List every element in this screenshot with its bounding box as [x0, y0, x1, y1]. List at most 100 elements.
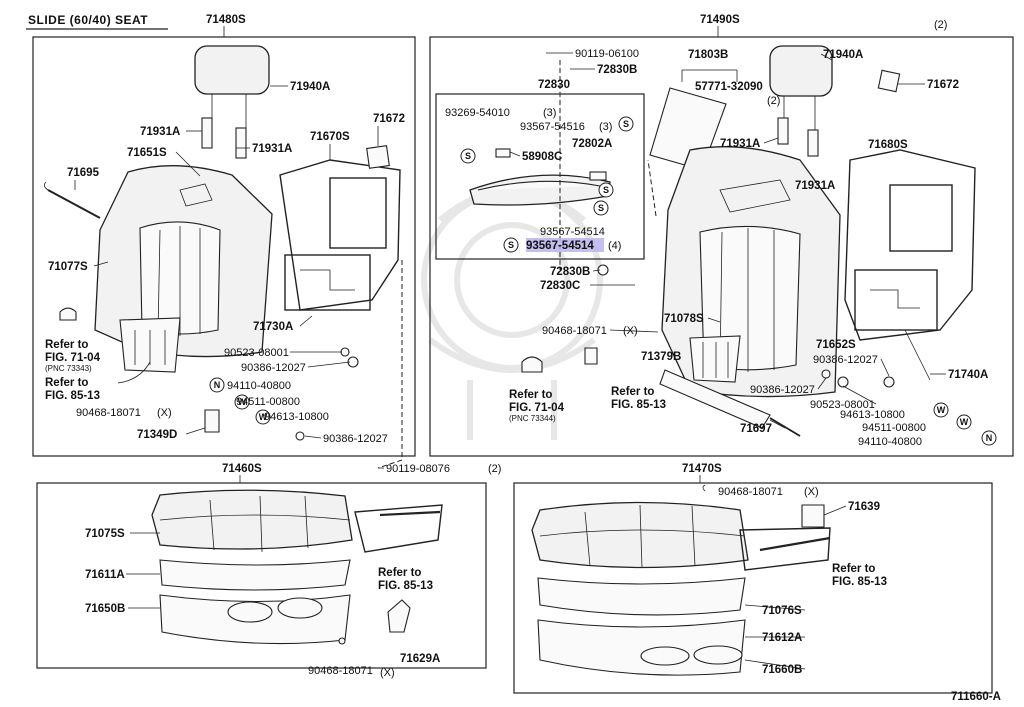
part-label: 94110-40800	[227, 380, 291, 392]
part-label: 71695	[67, 167, 100, 179]
circle-mark	[460, 148, 476, 164]
refer-to-text: Refer to	[611, 386, 654, 398]
left-cushion-frame	[36, 482, 487, 669]
circle-mark	[503, 237, 519, 253]
refer-to-figure[interactable]: FIG. 71-04	[45, 352, 101, 364]
part-label: 58908C	[522, 151, 562, 163]
part-label: 90386-12027	[241, 362, 306, 374]
part-label: 71611A	[85, 569, 125, 581]
part-label: 71660B	[762, 664, 802, 676]
part-label: 90468-18071	[308, 665, 373, 677]
circle-mark-letter: W	[238, 397, 247, 407]
leader-line	[744, 659, 806, 670]
part-label: 90523-08001	[224, 347, 289, 359]
refer-to-figure[interactable]: FIG. 85-13	[832, 576, 887, 588]
part-label: 71379B	[641, 351, 681, 363]
part-label: 71697	[740, 423, 772, 435]
highlight-93567-54514	[526, 238, 604, 252]
refer-to-pnc: (PNC 73344)	[509, 414, 556, 423]
leader-line	[769, 419, 786, 429]
part-label: 72830C	[540, 280, 580, 292]
part-label: 71349D	[137, 429, 177, 441]
part-label: 90386-12027	[750, 384, 815, 396]
x-mark: (X)	[804, 486, 819, 498]
leader-line	[823, 505, 847, 516]
left-headrest	[194, 45, 270, 128]
part-label: 71670S	[310, 131, 350, 143]
leader-line	[880, 358, 890, 377]
quantity-mark: (3)	[543, 107, 556, 119]
circle-mark-letter: N	[214, 380, 221, 390]
quantity-mark: (2)	[767, 95, 780, 107]
leader-line	[707, 317, 721, 323]
leader-line	[185, 427, 206, 435]
part-label: 71612A	[762, 632, 802, 644]
leader-line	[744, 604, 806, 611]
part-label: 71639	[848, 501, 880, 513]
right-seatback-frame	[429, 36, 1014, 457]
x-mark: (X)	[380, 667, 395, 679]
refer-to-text: Refer to	[45, 377, 88, 389]
refer-to-figure[interactable]: FIG. 85-13	[45, 390, 100, 402]
section-right-cushion: 71470S	[682, 463, 722, 475]
part-label: 93567-54516	[520, 121, 585, 133]
leader-line	[307, 361, 351, 368]
part-label: 90523-08001	[810, 399, 875, 411]
part-label: 72830B	[550, 266, 590, 278]
part-label: 71076S	[762, 605, 802, 617]
circle-mark-letter: S	[603, 185, 609, 195]
leader-line	[93, 261, 109, 267]
refer-to-figure[interactable]: FIG. 71-04	[509, 402, 565, 414]
part-label: 94613-10800	[264, 411, 329, 423]
part-label: 90468-18071	[542, 325, 607, 337]
refer-to-text: Refer to	[509, 389, 552, 401]
right-headrest	[769, 45, 833, 157]
right-cushion-frame	[513, 482, 993, 694]
leader-line	[817, 377, 827, 390]
quantity-mark: (3)	[599, 121, 612, 133]
part-label: 71931A	[140, 126, 180, 138]
leader-line	[609, 329, 659, 333]
refer-to-figure[interactable]: FIG. 85-13	[611, 399, 666, 411]
refer-to-figure[interactable]: FIG. 85-13	[378, 580, 433, 592]
leader-line	[842, 385, 877, 405]
part-label: 71931A	[795, 180, 835, 192]
leader-lines	[74, 52, 946, 670]
refer-to-text: Refer to	[378, 567, 421, 579]
part-label: 93269-54010	[445, 107, 510, 119]
part-label: 72830B	[597, 64, 637, 76]
left-cushion-frame-part	[338, 504, 443, 645]
part-label: 72830	[538, 79, 570, 91]
part-label: 90119-06100	[575, 48, 639, 60]
part-number-labels: 71940A71931A71931A71651S71670S7167271695…	[48, 48, 988, 677]
right-lower-hardware	[521, 264, 895, 437]
circle-mark-letter: S	[623, 119, 629, 129]
circle-mark-letter: W	[960, 417, 969, 427]
part-label: 71940A	[823, 49, 863, 61]
part-label: 93567-54514	[540, 226, 605, 238]
leader-line	[304, 435, 322, 439]
part-label: 71730A	[253, 321, 293, 333]
part-label: 71077S	[48, 261, 88, 273]
right-trim-71672	[877, 69, 901, 93]
refer-to-text: Refer to	[45, 339, 88, 351]
part-label: 94511-00800	[862, 422, 926, 434]
circle-mark	[209, 377, 225, 393]
part-label: 71740A	[948, 369, 988, 381]
leader-line	[820, 53, 833, 61]
part-label: 71650B	[85, 603, 125, 615]
refer-to-text: Refer to	[832, 563, 875, 575]
part-label: 90468-18071	[718, 486, 783, 498]
part-label: 71680S	[868, 139, 908, 151]
diagram-title: SLIDE (60/40) SEAT	[28, 13, 148, 27]
part-label: 90386-12027	[813, 354, 878, 366]
part-label: 90119-08076	[386, 463, 450, 475]
part-label: 72802A	[572, 138, 612, 150]
part-label: 71672	[373, 113, 405, 125]
circle-mark-letter: W	[937, 405, 946, 415]
right-seatback-frame-part	[844, 149, 976, 381]
leader-line	[763, 137, 779, 144]
